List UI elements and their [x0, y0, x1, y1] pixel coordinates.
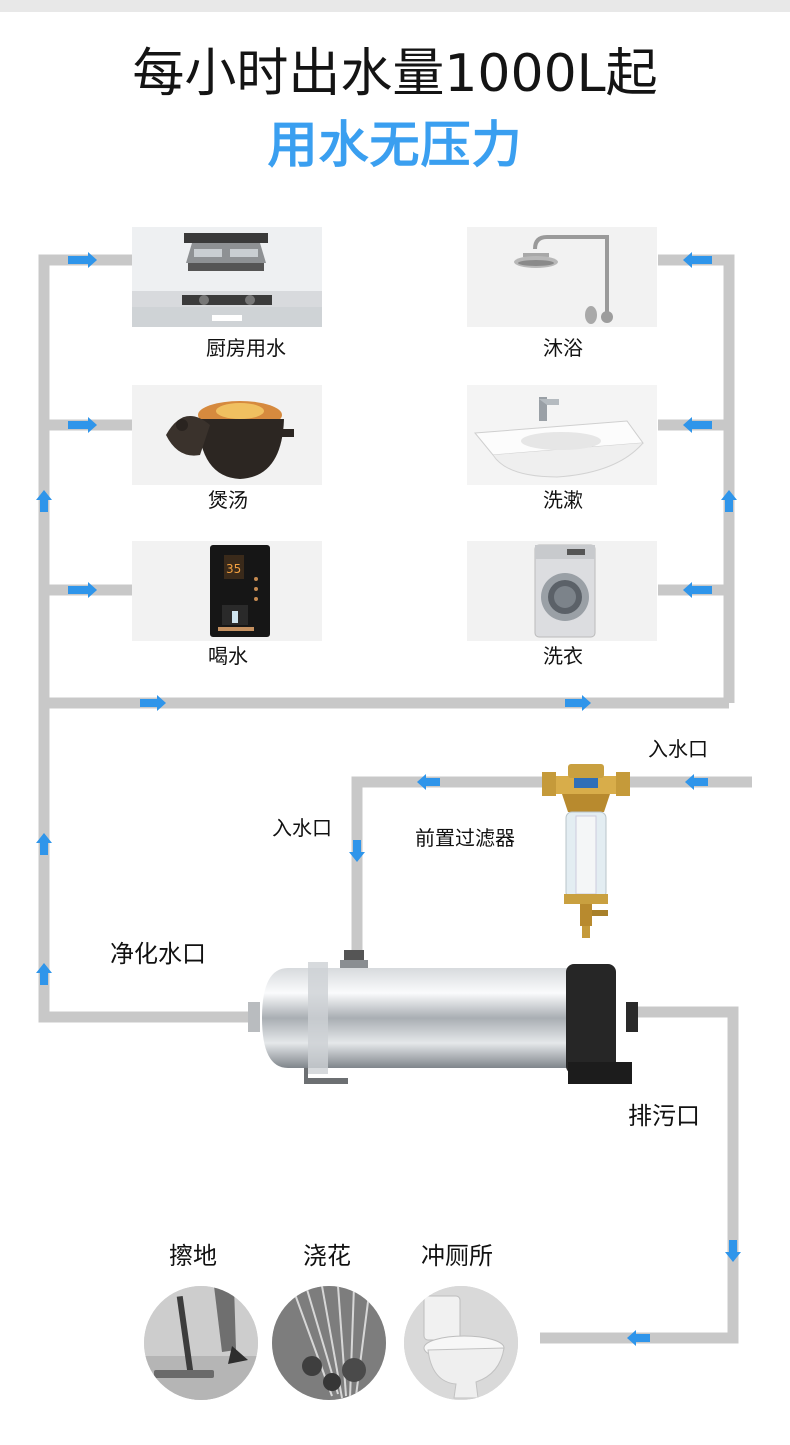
- kitchen-label: 厨房用水: [206, 336, 286, 360]
- flow-arrow: [68, 582, 97, 598]
- flow-arrow: [417, 774, 440, 790]
- purified-outlet-label: 净化水口: [110, 940, 206, 968]
- flow-arrow: [36, 490, 52, 512]
- drain-label: 排污口: [628, 1102, 700, 1130]
- kitchen-image: [132, 227, 322, 327]
- mop-image: [144, 1286, 258, 1400]
- top-strip: [0, 0, 790, 12]
- shower-image: [467, 227, 657, 327]
- shower-label: 沐浴: [543, 336, 583, 360]
- soup-pot-image: [132, 385, 322, 485]
- washbasin-image: [467, 385, 657, 485]
- flow-arrow: [36, 963, 52, 985]
- inlet-label-left: 入水口: [272, 816, 332, 840]
- flow-arrow: [683, 582, 712, 598]
- flowers-label: 浇花: [303, 1242, 351, 1270]
- mop-label: 擦地: [169, 1242, 217, 1270]
- flow-arrow: [68, 252, 97, 268]
- flow-arrow: [683, 417, 712, 433]
- flow-arrow: [685, 774, 708, 790]
- flow-arrow: [36, 833, 52, 855]
- wash-label: 洗漱: [543, 488, 583, 512]
- laundry-label: 洗衣: [543, 644, 583, 668]
- flow-arrow: [140, 695, 166, 711]
- soup-label: 煲汤: [208, 488, 248, 512]
- flow-arrow: [627, 1330, 650, 1346]
- flow-arrow: [721, 490, 737, 512]
- flow-arrow: [683, 252, 712, 268]
- flow-arrow: [349, 840, 365, 862]
- flow-arrow: [725, 1240, 741, 1262]
- flow-arrow: [68, 417, 97, 433]
- flow-arrow: [565, 695, 591, 711]
- svg-text:35: 35: [226, 562, 241, 576]
- purifier-image: [248, 950, 638, 1084]
- subheadline: 用水无压力: [267, 116, 523, 174]
- drink-label: 喝水: [208, 644, 248, 668]
- water-dispenser-image: 35: [132, 541, 322, 641]
- toilet-label: 冲厕所: [421, 1242, 493, 1270]
- prefilter-image: [542, 764, 630, 938]
- watering-flowers-image: [272, 1286, 386, 1400]
- headline: 每小时出水量1000L起: [132, 44, 658, 104]
- washing-machine-image: [467, 541, 657, 641]
- inlet-label-right: 入水口: [648, 737, 708, 761]
- toilet-image: [404, 1286, 518, 1400]
- prefilter-label: 前置过滤器: [415, 826, 515, 850]
